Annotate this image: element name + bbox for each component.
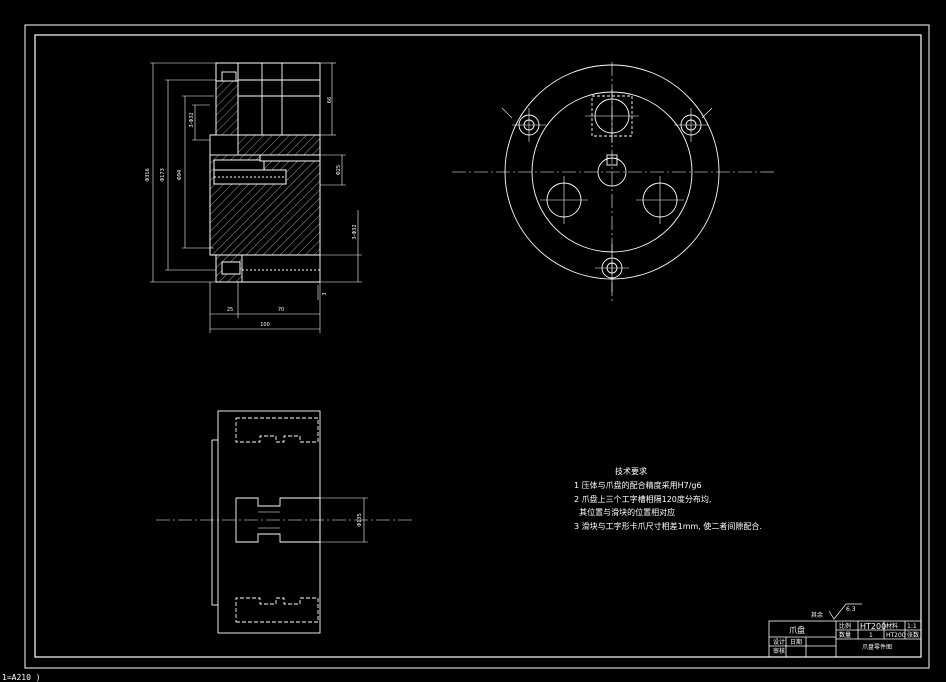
plan-view xyxy=(452,62,776,302)
tb-label-material-value: HT200 xyxy=(886,632,906,639)
dim-d-173: Φ173 xyxy=(160,168,166,181)
dim-d-94: Φ94 xyxy=(177,170,183,180)
dim-section-right: Φ135 xyxy=(357,513,363,526)
dim-bottom-small: 3 xyxy=(322,292,328,295)
title-block xyxy=(768,620,922,658)
tb-label-scale-value: 1:1 xyxy=(907,623,917,630)
dim-bottom-total: 100 xyxy=(260,322,270,328)
tb-label-scale: 比例 xyxy=(839,622,851,630)
dim-left-small: 3-Φ32 xyxy=(189,112,195,127)
inner-border xyxy=(34,34,922,658)
tb-label-sheets: 张数 xyxy=(907,631,919,639)
tech-note-line: 其位置与滑块的位置相对应 xyxy=(574,507,675,517)
tb-label-quantity: 数量 xyxy=(839,631,851,639)
tech-note-line: 1 压体与爪盘的配合精度采用H7/g6 xyxy=(574,480,702,490)
outer-border xyxy=(24,24,930,669)
tb-label-review: 审核 xyxy=(773,647,785,655)
roughness-label: 其余 xyxy=(811,611,823,619)
tech-notes: 技术要求 1 压体与爪盘的配合精度采用H7/g6 2 爪盘上三个工字槽相隔120… xyxy=(574,466,762,531)
dim-bottom-70: 70 xyxy=(278,307,284,313)
dim-d-outer: Φ316 xyxy=(145,168,151,181)
roughness-value: 6.3 xyxy=(846,606,856,613)
tb-label-date: 日期 xyxy=(790,638,802,646)
tb-label-design: 设计 xyxy=(773,638,785,646)
command-line-status: 1=A210 ) xyxy=(2,673,41,682)
tech-note-line: 3 滑块与工字形卡爪尺寸相差1mm, 使二者间隙配合. xyxy=(574,521,762,531)
dim-right-lower: 3-Φ32 xyxy=(352,224,358,239)
dim-bottom-25: 25 xyxy=(227,307,233,313)
tb-label-quantity-value: 1 xyxy=(869,632,873,639)
material-value: HT200 xyxy=(860,622,886,631)
tb-label-material: 材料 xyxy=(886,622,898,630)
front-view xyxy=(156,410,414,634)
dim-upper-right: 66 xyxy=(327,97,333,103)
section-view xyxy=(150,62,362,333)
dim-d-right: Φ25 xyxy=(336,165,342,175)
part-name: 爪盘 xyxy=(789,625,805,635)
tech-note-line: 2 爪盘上三个工字槽相隔120度分布均, xyxy=(574,494,711,504)
drawing-name: 爪盘零件图 xyxy=(862,643,892,651)
roughness-symbol xyxy=(828,603,862,620)
tech-notes-heading: 技术要求 xyxy=(615,466,647,476)
